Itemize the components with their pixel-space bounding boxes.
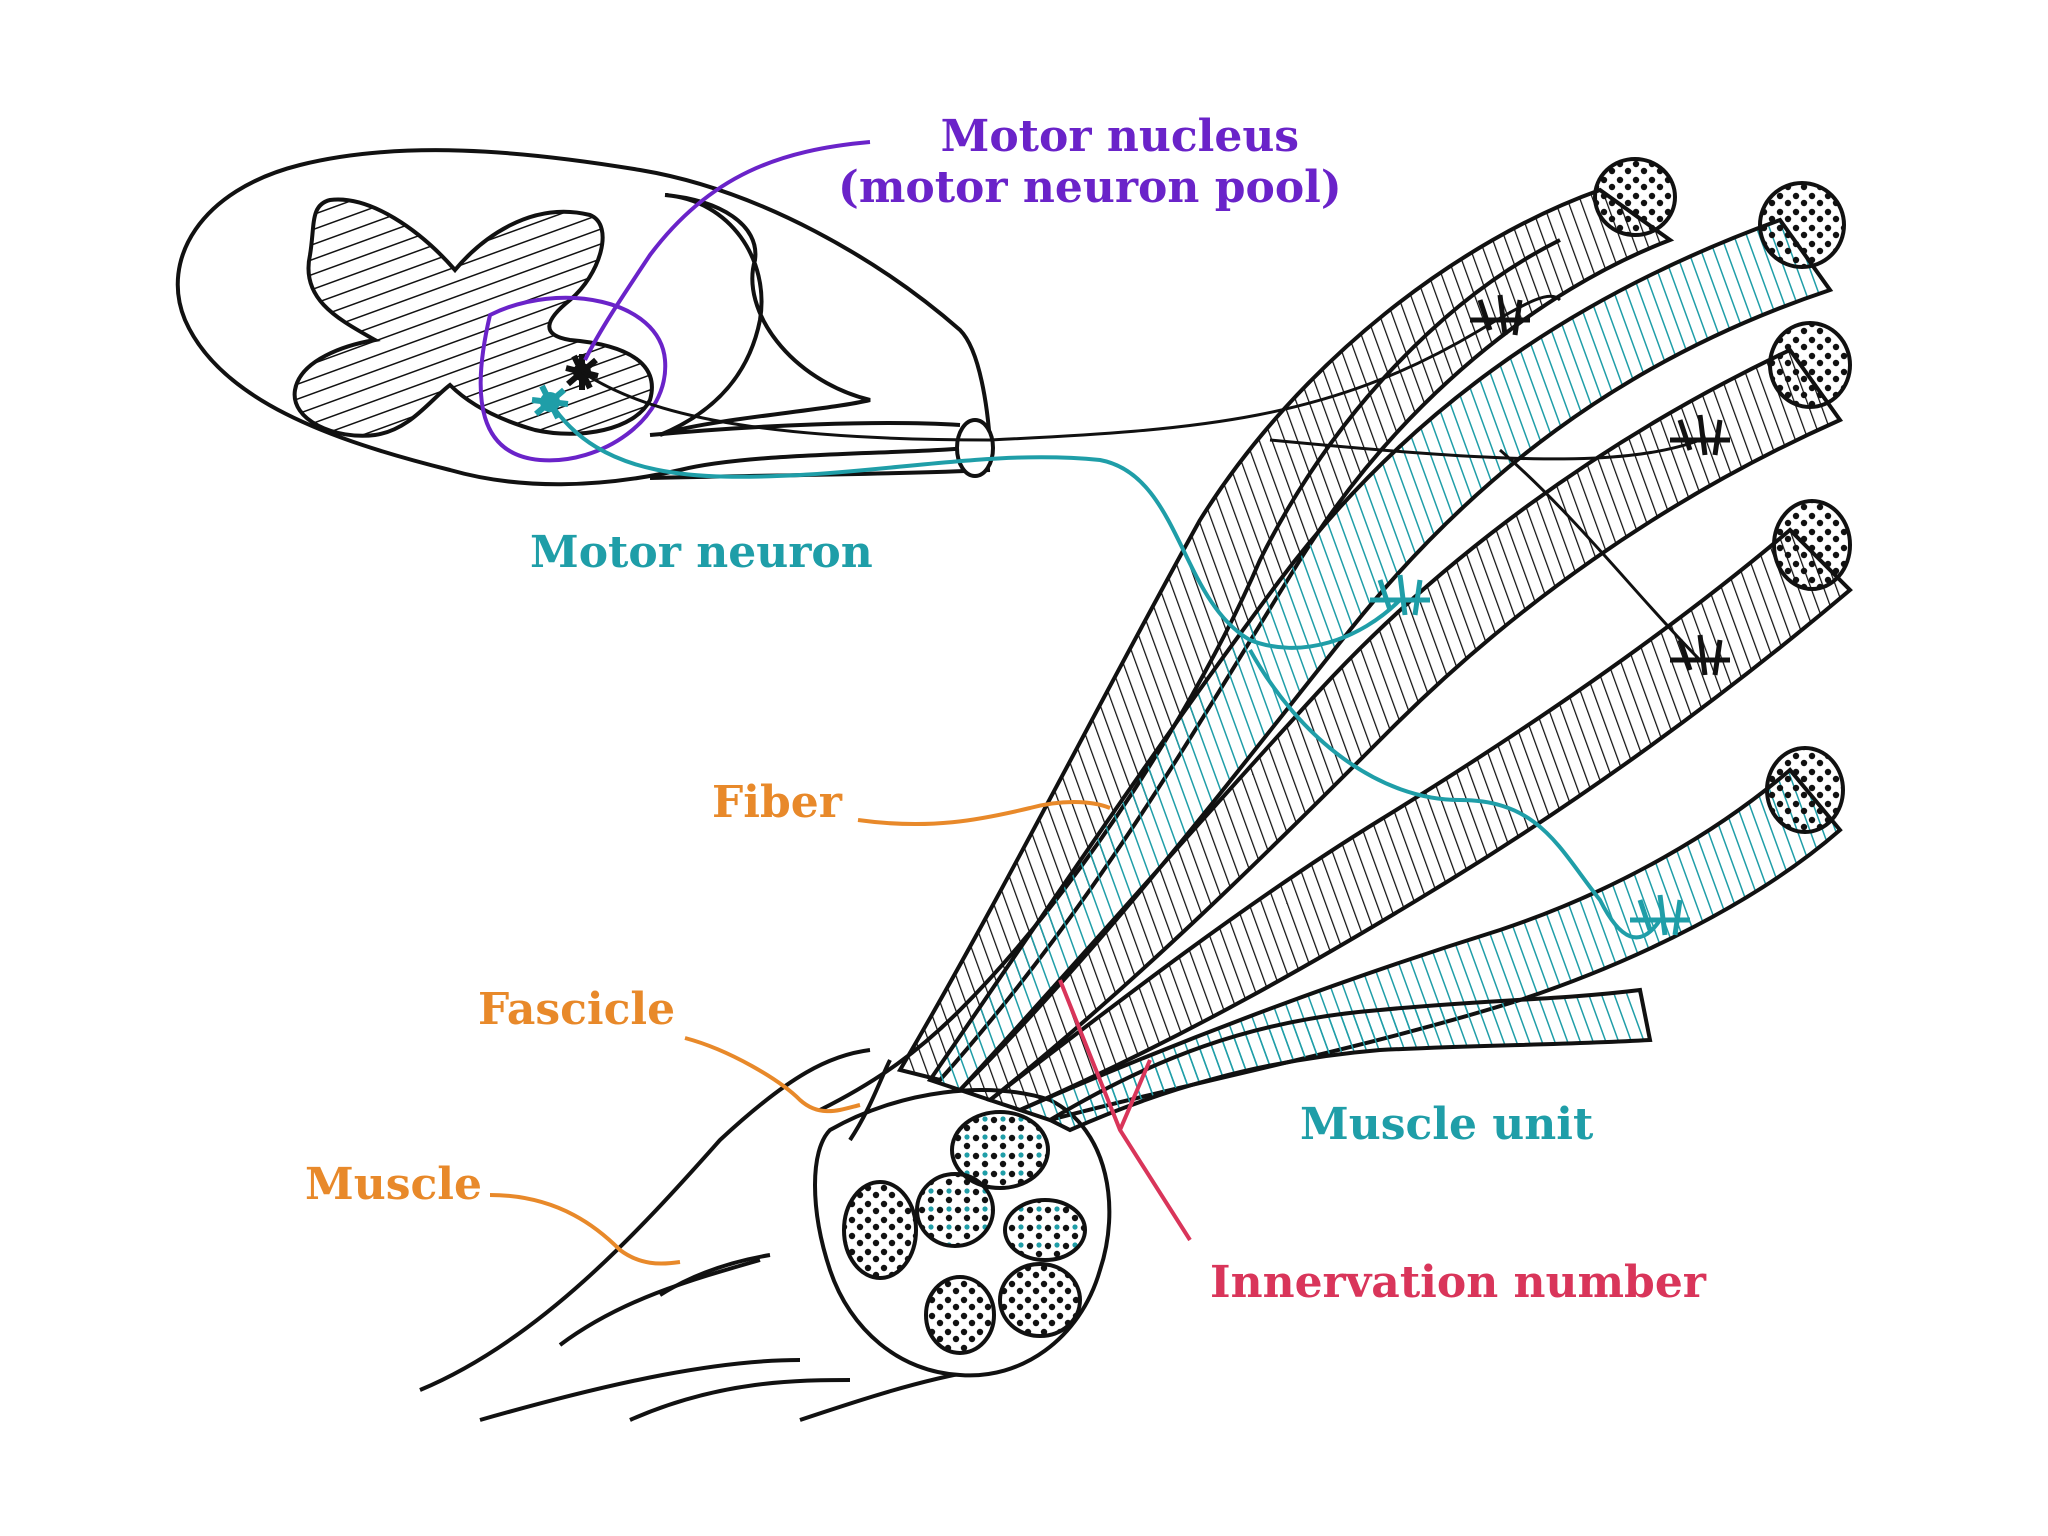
innervation-leader <box>1058 979 1192 1242</box>
fascicle-cs-1 <box>950 1110 1050 1190</box>
muscle-body <box>419 1048 1112 1422</box>
motor-nucleus-circle <box>478 295 668 463</box>
teal-axon <box>548 400 1662 940</box>
muscle-leader <box>489 1193 681 1266</box>
fibers <box>896 157 1853 1133</box>
fiber-2-end <box>1758 181 1846 269</box>
motor-nucleus-label-line2: (motor neuron pool) <box>838 161 1342 213</box>
fiber-6 <box>1045 987 1653 1133</box>
fascicle-leader <box>684 1036 861 1114</box>
fascicle-cs-5 <box>924 1275 996 1355</box>
fascicle-cs-3 <box>915 1172 995 1248</box>
fiber-5-end <box>1765 746 1845 834</box>
fiber-label: Fiber <box>712 777 842 828</box>
fiber-leader <box>857 800 1111 827</box>
motor-nucleus-label-line1: Motor nucleus <box>940 111 1300 162</box>
nmj-teal-1 <box>1370 574 1430 616</box>
fiber-4-end <box>1772 499 1852 591</box>
innervation-number-label: Innervation number <box>1210 1257 1706 1308</box>
nmj-black-3 <box>1670 634 1730 676</box>
dorsal-root-crescent <box>659 193 871 437</box>
fascicle-cs-4 <box>1003 1198 1087 1262</box>
fascicle-label: Fascicle <box>478 984 676 1035</box>
fiber-1-end <box>1593 157 1677 237</box>
muscle-outline <box>419 1048 981 1422</box>
nmj-black-1 <box>1470 294 1530 336</box>
motor-neuron-label: Motor neuron <box>530 527 873 578</box>
motor-nucleus-leader <box>583 140 871 361</box>
grey-matter <box>292 197 654 438</box>
muscle-unit-label: Muscle unit <box>1300 1099 1594 1150</box>
spinal-cord-section <box>175 148 995 487</box>
fascicle-cs-2 <box>842 1180 918 1280</box>
nmj-black-2 <box>1670 414 1730 456</box>
fascicle-cs-6 <box>998 1262 1082 1338</box>
fiber-4 <box>985 527 1853 1113</box>
muscle-label: Muscle <box>305 1159 482 1210</box>
fiber-3-end <box>1768 321 1852 409</box>
nmj-teal-2 <box>1630 894 1690 936</box>
motor-nucleus-label: Motor nucleus (motor neuron pool) <box>838 111 1342 213</box>
root-cut-end <box>955 418 995 478</box>
